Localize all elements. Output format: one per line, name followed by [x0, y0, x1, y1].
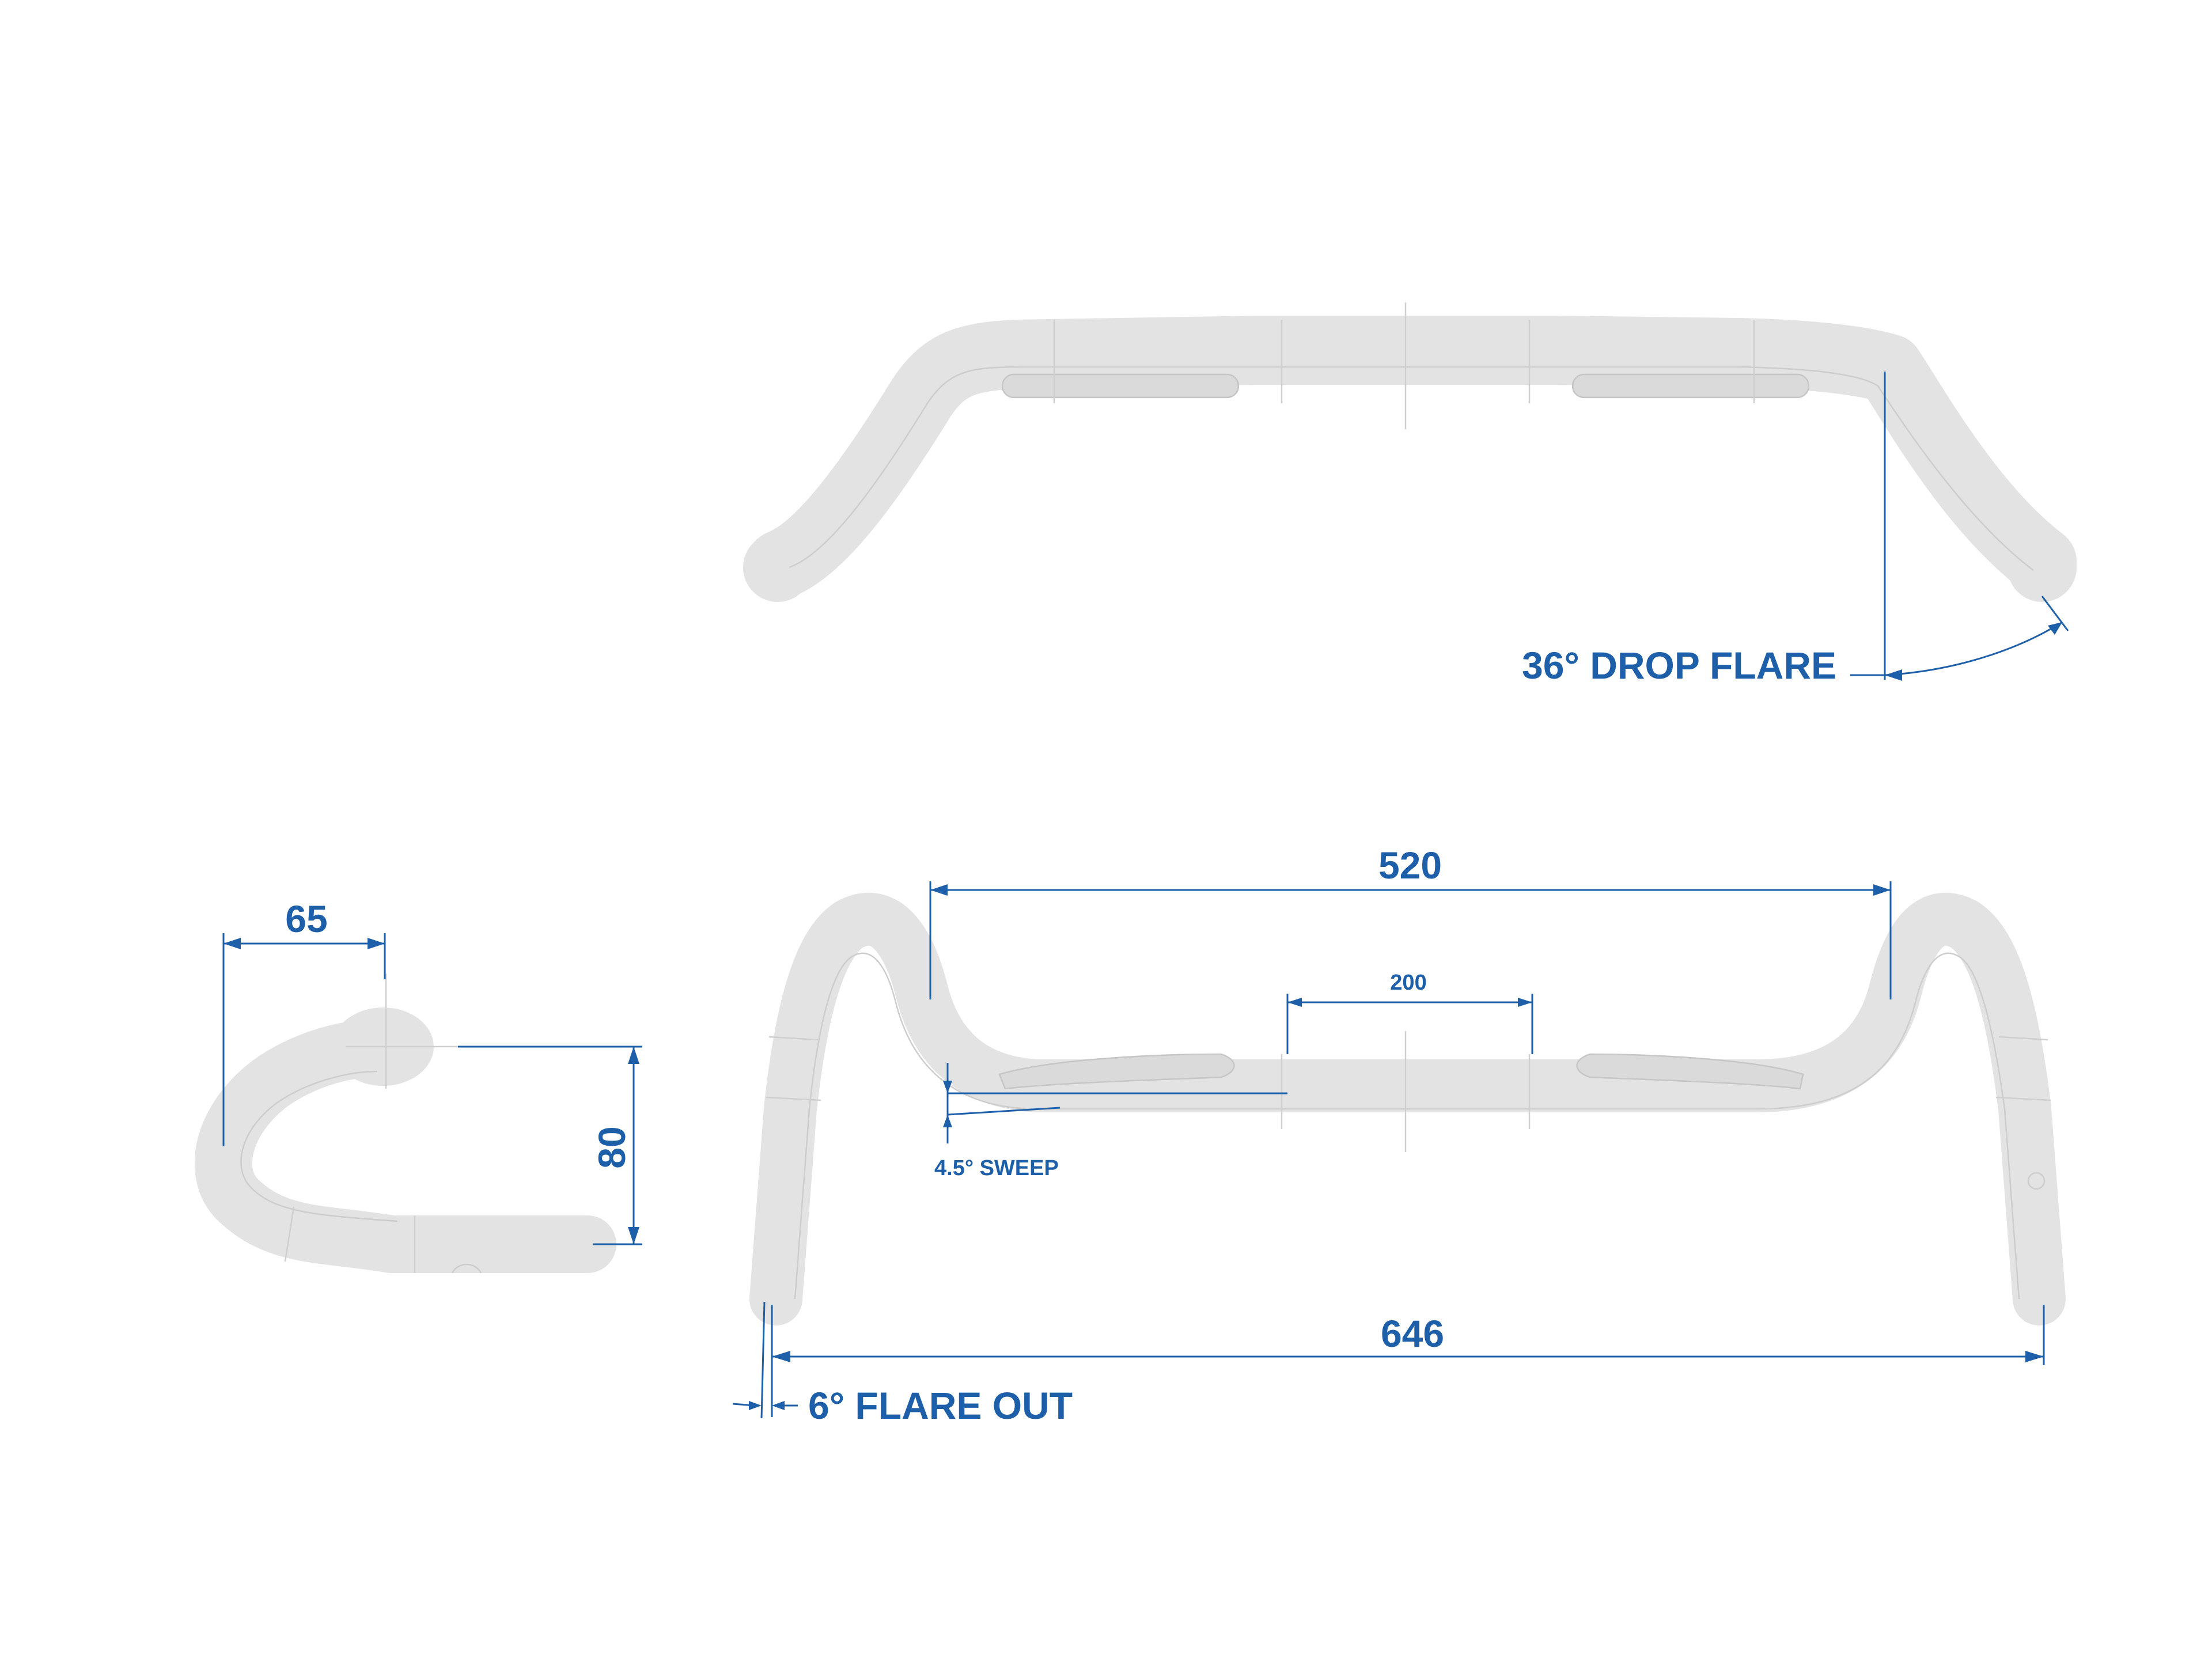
top-view-left-bar-end — [743, 533, 812, 602]
side-view-cable-port — [451, 1263, 482, 1274]
top-view-bar-centerline — [789, 366, 2034, 571]
front-view-bar — [749, 892, 2066, 1325]
reach-arrow-right — [368, 938, 385, 949]
top-view-bar — [746, 316, 2077, 599]
top-view — [743, 302, 2077, 602]
front-view-seam — [766, 1096, 821, 1101]
top-view-right-grip-flat — [1571, 373, 1810, 399]
side-view-seam — [284, 1206, 295, 1262]
drop-flare-arrow — [2048, 622, 2062, 635]
width-hoods-arrow-left — [930, 884, 948, 896]
sweep-label: 4.5° SWEEP — [934, 1156, 1059, 1180]
flare-out-dimension: 6° FLARE OUT — [732, 1301, 1073, 1427]
width-drops-arrow-right — [2025, 1351, 2044, 1362]
width-tops-arrow-left — [1287, 998, 1302, 1007]
drop-arrow-top — [628, 1047, 639, 1064]
top-view-left-grip-flat — [1001, 373, 1240, 399]
sweep-arrow-top — [943, 1081, 952, 1093]
side-view-bar-inner-edge — [240, 1070, 398, 1222]
side-view — [194, 974, 616, 1274]
front-view-right-grip-flat — [1576, 1053, 1804, 1090]
flare-out-arrow-right — [772, 1401, 785, 1410]
width-hoods-dimension: 520 — [929, 844, 1892, 999]
reach-dimension: 65 — [222, 897, 386, 1146]
width-hoods-arrow-right — [1873, 884, 1891, 896]
front-view-cable-port — [2027, 1172, 2046, 1190]
front-view-seam — [768, 1036, 819, 1041]
front-view — [749, 892, 2066, 1325]
width-drops-dimension: 646 — [771, 1305, 2045, 1417]
front-view-bar-inner-edge — [794, 952, 2020, 1300]
width-tops-dimension: 200 — [1286, 971, 1533, 1054]
drop-flare-arc — [1884, 621, 2063, 676]
flare-out-arrow-left — [749, 1401, 762, 1410]
drop-flare-arrow — [1885, 669, 1902, 681]
front-view-seam — [1998, 1036, 2048, 1041]
drop-flare-angle-line — [2041, 596, 2069, 631]
top-view-right-bar-end — [2008, 533, 2077, 602]
width-tops-label: 200 — [1390, 971, 1426, 995]
front-view-left-grip-flat — [998, 1053, 1235, 1090]
reach-label: 65 — [285, 897, 327, 940]
flare-out-label: 6° FLARE OUT — [808, 1384, 1073, 1427]
width-drops-arrow-left — [772, 1351, 790, 1362]
drop-dimension: 80 — [458, 1046, 642, 1245]
drop-arrow-bottom — [628, 1227, 639, 1244]
width-drops-label: 646 — [1381, 1312, 1444, 1355]
side-view-bar — [194, 1020, 616, 1273]
width-hoods-label: 520 — [1378, 844, 1442, 887]
flare-out-reference-line — [760, 1301, 766, 1419]
drop-flare-dimension: 36° DROP FLARE — [1522, 372, 2069, 687]
drop-flare-label: 36° DROP FLARE — [1522, 644, 1836, 687]
drop-label: 80 — [590, 1126, 633, 1168]
front-view-seam — [1995, 1096, 2051, 1101]
width-tops-arrow-right — [1518, 998, 1532, 1007]
sweep-angle-line — [947, 1107, 1060, 1116]
sweep-dimension: 4.5° SWEEP — [934, 1063, 1287, 1180]
sweep-arrow-bottom — [943, 1115, 952, 1127]
reach-arrow-left — [224, 938, 241, 949]
